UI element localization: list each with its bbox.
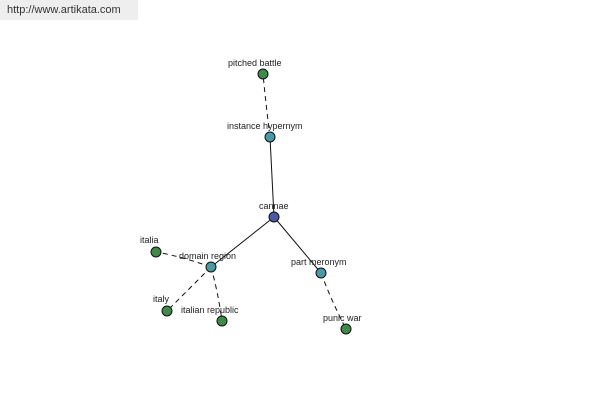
node-punic-war-marker[interactable] [340, 323, 352, 335]
node-pitched-battle[interactable]: pitched battle [228, 58, 282, 80]
node-italian-republic-marker[interactable] [216, 315, 228, 327]
node-instance-hypernym[interactable]: instance hypernym [227, 121, 303, 143]
url-banner: http://www.artikata.com [0, 0, 138, 20]
node-italy-label: italy [153, 294, 170, 304]
edge-cannae-domain-region [210, 216, 275, 268]
node-part-meronym-marker[interactable] [315, 267, 327, 279]
node-italy[interactable]: italy [153, 294, 173, 317]
node-italy-marker[interactable] [161, 305, 173, 317]
edge-cannae-part-meronym [273, 216, 322, 274]
node-italia[interactable]: italia [140, 235, 162, 258]
graph-edges [155, 73, 347, 330]
node-italian-republic[interactable]: italian republic [181, 305, 239, 327]
edge-cannae-instance-hypernym [269, 136, 275, 218]
node-pitched-battle-label: pitched battle [228, 58, 282, 68]
node-domain-region-label: domain region [179, 251, 236, 261]
node-domain-region-marker[interactable] [205, 261, 217, 273]
node-italia-label: italia [140, 235, 159, 245]
node-cannae[interactable]: cannae [259, 201, 289, 223]
edge-domain-region-italy [166, 266, 212, 312]
node-cannae-label: cannae [259, 201, 289, 211]
node-domain-region[interactable]: domain region [179, 251, 236, 273]
node-cannae-marker[interactable] [268, 211, 280, 223]
node-part-meronym-label: part meronym [291, 257, 347, 267]
graph-nodes: pitched battle instance hypernym cannae … [140, 58, 362, 335]
node-italia-marker[interactable] [150, 246, 162, 258]
site-url-link[interactable]: http://www.artikata.com [7, 4, 121, 16]
node-instance-hypernym-marker[interactable] [264, 131, 276, 143]
node-pitched-battle-marker[interactable] [257, 68, 269, 80]
node-italian-republic-label: italian republic [181, 305, 239, 315]
node-part-meronym[interactable]: part meronym [291, 257, 347, 279]
node-punic-war[interactable]: punic war [323, 313, 362, 335]
edge-domain-region-italia [155, 251, 212, 268]
node-instance-hypernym-label: instance hypernym [227, 121, 303, 131]
node-punic-war-label: punic war [323, 313, 362, 323]
